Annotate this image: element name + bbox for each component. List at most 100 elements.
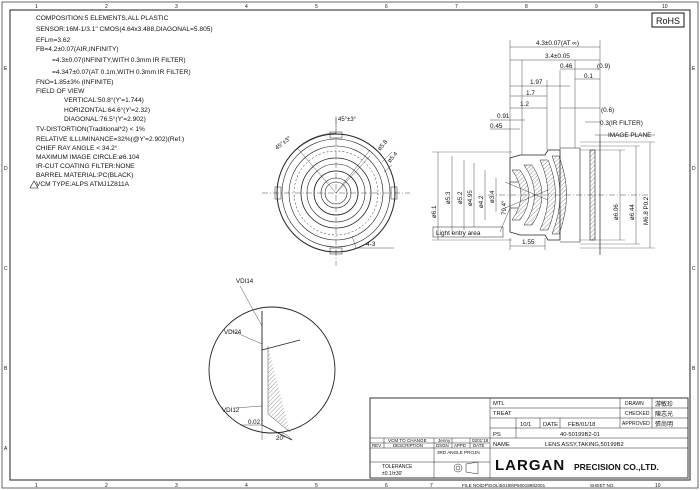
dim-01: 0.1 <box>584 73 593 80</box>
col-label: 7 <box>455 4 458 10</box>
dim-d34: ø3.4 <box>489 190 496 203</box>
front-view <box>262 116 410 266</box>
dim-fov: 79.4° <box>501 200 508 215</box>
spec-line: DIAGONAL:76.5°(Y'=2.902) <box>64 115 146 123</box>
col-label: 1 <box>35 483 38 489</box>
tb-checked: CHECKED <box>625 411 650 417</box>
tb-drawn: DRAWN <box>625 401 644 407</box>
spec-line: CHIEF RAY ANGLE < 34.2° <box>36 144 118 152</box>
spec-line: VERTICAL:50.8°(Y'=1.744) <box>64 96 144 104</box>
tb-date: FEB/01/18 <box>568 422 595 428</box>
tb-scale: 10/1 <box>520 422 531 428</box>
side-dims-left: ø6.1 ø5.3 ø5.2 ø4.95 ø4.2 ø3.4 79.4° <box>431 190 508 218</box>
company-logo: LARGAN <box>495 457 565 474</box>
col-label: 10 <box>655 483 661 489</box>
dim-046: 0.46 <box>560 63 573 70</box>
spec-line: FNO=1.85±3% (INFINITE) <box>36 79 113 86</box>
spec-line: =4.3±0.07(INFINITY,WITH 0.3mm IR FILTER) <box>52 57 186 64</box>
title-block-text: MTL TREAT 10/1 DATE FEB/01/18 PS 40-5019… <box>372 400 673 488</box>
row-label: E <box>692 66 696 72</box>
dim-ir-filter: 0.3(IR FILTER) <box>600 120 643 127</box>
spec-line: FB=4.2±0.07(AIR,INFINITY) <box>36 46 119 53</box>
company-suffix: PRECISION CO.,LTD. <box>574 462 659 472</box>
rev-by: Jenny <box>438 438 451 443</box>
dim-002: 0.02 <box>248 419 261 426</box>
row-label: D <box>692 166 696 172</box>
tb-treat: TREAT <box>493 411 512 417</box>
row-label: E <box>4 66 8 72</box>
col-label: 5 <box>315 483 318 489</box>
detail-view <box>208 285 336 441</box>
label-image-plane: IMAGE PLANE <box>608 132 651 139</box>
spec-line: HORIZONTAL:64.6°(Y'=2.32) <box>64 106 150 114</box>
tb-name: NAME <box>493 442 510 448</box>
dim-overall: 4.3±0.07(AT ∞) <box>536 40 579 47</box>
tolerance-value: ±0.1/±30' <box>382 471 402 477</box>
col-label: 2 <box>105 4 108 10</box>
rev-head-desc: DESCRIPTION <box>393 443 423 448</box>
row-label: A <box>4 446 8 452</box>
dim-d61: ø6.1 <box>431 205 438 218</box>
dim-045: 0.45 <box>490 123 503 130</box>
dim-paren-06: (0.6) <box>601 107 614 114</box>
dim-17: 1.7 <box>526 90 535 97</box>
tb-mtl: MTL <box>493 401 505 407</box>
label-vdi24: VDI24 <box>224 329 242 336</box>
label-vdi14: VDI14 <box>236 278 254 285</box>
col-label: 2 <box>105 483 108 489</box>
label-vdi12: VDI12 <box>222 407 240 414</box>
spec-line: SENSOR:16M-1/3.1" CMOS(4.64x3.488,DIAGON… <box>36 26 213 33</box>
dim-barrel: 3.4±0.05 <box>545 53 570 60</box>
tb-ps: PS <box>493 432 501 438</box>
row-label: D <box>4 166 8 172</box>
dim-d606: ø6.06 <box>613 204 620 220</box>
dim-thread: M6.8 P0.2 <box>643 196 650 225</box>
angle-label: 3RD ANGLE PROJN <box>437 450 480 455</box>
col-label: 8 <box>525 4 528 10</box>
tb-part-no: 40-50199B2-01 <box>560 432 600 438</box>
dim-paren-09: (0.9) <box>597 63 610 70</box>
front-dim-d54: ø5.4 <box>387 151 400 165</box>
spec-notes: COMPOSITION:5 ELEMENTS,ALL PLASTIC SENSO… <box>36 15 213 188</box>
rev-note: VCM TO CHANGE <box>388 438 427 443</box>
col-label: 5 <box>315 4 318 10</box>
dim-197: 1.97 <box>530 79 543 86</box>
tb-date-label: DATE <box>543 422 558 428</box>
spec-line: BARREL MATERIAL:PC(BLACK) <box>36 172 133 179</box>
stamp-drawn: 游敏珍 <box>655 400 673 408</box>
rev-head-dsgn: DSGN <box>436 443 449 448</box>
col-label: 4 <box>245 483 248 489</box>
spec-line: EFLm=3.62 <box>36 37 71 44</box>
rev-head-rev: REV <box>372 443 381 448</box>
tolerance-label: TOLERANCE <box>382 464 413 470</box>
rohs-text: RoHS <box>656 16 680 26</box>
title-block <box>369 397 689 479</box>
col-label: 1 <box>35 4 38 10</box>
col-label: 3 <box>175 483 178 489</box>
spec-line: TV-DISTORTION(Traditional*2) < 1% <box>36 126 145 133</box>
label-light-entry: Light entry area <box>436 230 481 237</box>
revision-triangle-icon <box>29 180 39 189</box>
col-label: 3 <box>175 4 178 10</box>
rev-head-date: DATE <box>473 443 484 448</box>
row-labels: E D C B A E D C B <box>4 66 696 452</box>
spec-line: RELATIVE ILLUMINANCE=32%(@Y'=2.902)(Ref.… <box>36 136 184 143</box>
spec-line: MAXIMUM IMAGE CIRCLE:ø6.104 <box>36 154 140 161</box>
row-label: B <box>692 366 696 372</box>
spec-line: =4.347±0.07(AT 0.1m,WITH 0.3mm IR FILTER… <box>52 69 191 76</box>
col-label: 4 <box>245 4 248 10</box>
col-label: 7 <box>430 483 433 489</box>
inner-border <box>9 9 691 481</box>
front-dim-top: 45°±3° <box>338 117 357 123</box>
spec-line: FIELD OF VIEW <box>36 88 85 95</box>
col-label: 6 <box>385 4 388 10</box>
dim-d53: ø5.3 <box>445 191 452 204</box>
rev-head-appd: APPD <box>454 443 466 448</box>
dim-091: 0.91 <box>497 113 510 120</box>
dim-d644: ø6.44 <box>629 204 636 220</box>
dim-d42: ø4.2 <box>478 195 485 208</box>
file-label: FILE NO. <box>462 483 481 488</box>
stamp-approved: 張尚明 <box>655 420 673 428</box>
